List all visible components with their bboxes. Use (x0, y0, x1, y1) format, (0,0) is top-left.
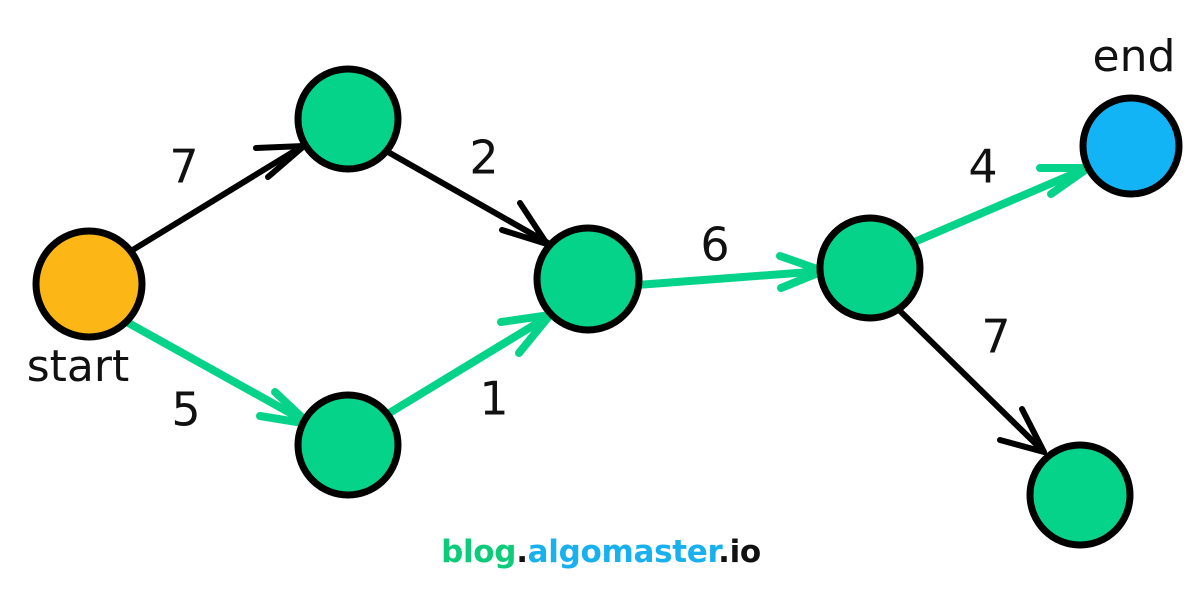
footer-brand: blog.algomaster.io (0, 534, 1202, 570)
node-b[interactable] (294, 391, 402, 499)
arrow-head-d-end (1036, 164, 1092, 198)
edge-weight-d-e: 7 (981, 310, 1010, 364)
edge-a-to-c: 2 (385, 131, 551, 247)
edge-weight-start-a: 7 (169, 140, 198, 194)
arrow-head-d-e (997, 406, 1047, 455)
edge-d-to-end: 4 (908, 140, 1092, 247)
edge-line-a-c (385, 149, 551, 246)
edge-d-to-e: 7 (896, 307, 1047, 455)
node-a[interactable] (294, 65, 402, 173)
edge-c-to-d: 6 (633, 218, 827, 292)
arrow-head-start-a (253, 143, 307, 180)
edge-weight-start-b: 5 (171, 383, 200, 437)
edge-weight-b-c: 1 (479, 372, 508, 426)
node-group (32, 65, 1183, 549)
node-label-start: start (27, 341, 129, 392)
node-end[interactable] (1079, 94, 1183, 198)
edge-start-to-a: 7 (128, 140, 309, 254)
node-e[interactable] (1026, 441, 1134, 549)
brand-blog-text: blog (441, 534, 517, 570)
node-label-group: start end (27, 31, 1176, 392)
node-d[interactable] (816, 214, 924, 322)
edge-weight-a-c: 2 (469, 131, 498, 185)
edge-weight-c-d: 6 (700, 218, 729, 272)
node-start[interactable] (32, 227, 146, 341)
edge-line-c-d (633, 267, 827, 289)
brand-dot-separator: . (516, 534, 528, 570)
arrow-head-b-c (497, 311, 554, 357)
edge-line-start-b (119, 316, 314, 428)
arrow-head-c-d (776, 252, 827, 292)
edge-line-d-end (908, 164, 1091, 247)
brand-tld-text: .io (718, 534, 761, 570)
edge-start-to-b: 5 (119, 316, 314, 437)
edge-line-start-a (128, 141, 309, 254)
brand-site-name: algomaster (527, 534, 719, 570)
edge-line-d-e (896, 307, 1046, 454)
node-c[interactable] (533, 224, 643, 334)
arrow-head-a-c (499, 200, 550, 247)
edge-b-to-c: 1 (382, 311, 554, 426)
edge-weight-d-end: 4 (968, 140, 997, 194)
edge-line-b-c (382, 312, 553, 419)
edge-group: 7 2 5 1 (119, 131, 1092, 455)
node-label-end: end (1093, 31, 1176, 82)
